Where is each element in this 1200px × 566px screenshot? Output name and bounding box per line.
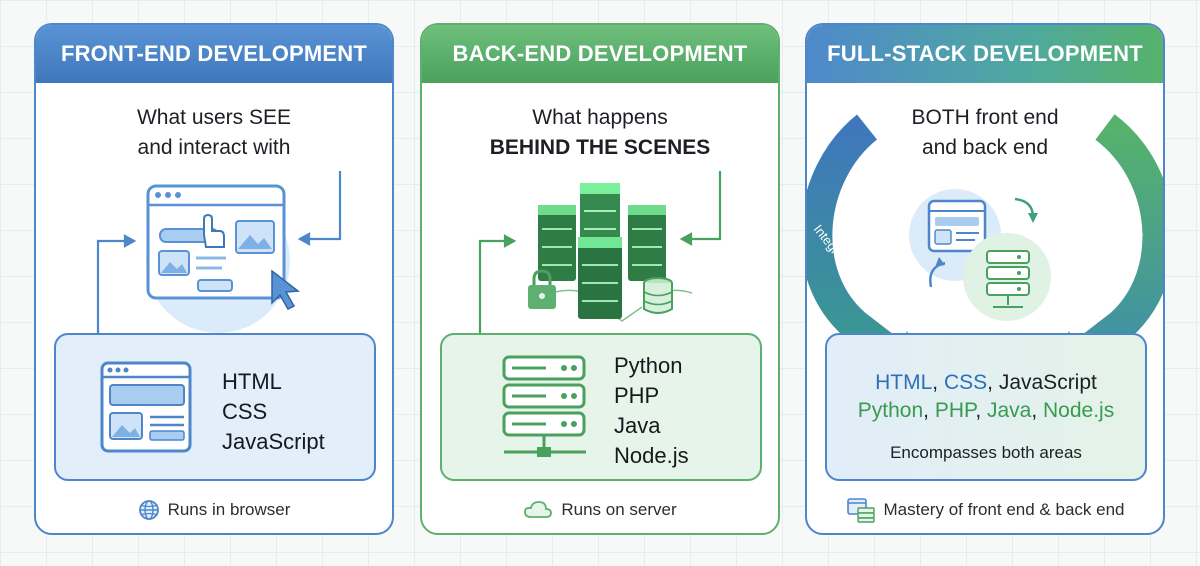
fullstack-footer: Mastery of front end & back end: [807, 495, 1163, 525]
circuit-lines: [551, 289, 693, 322]
server-rack-icon-top: [580, 183, 620, 261]
fs-tech-css: CSS: [943, 371, 988, 394]
backend-tagline-line1: What happens: [532, 106, 668, 129]
fs-tech-python: Python: [857, 399, 924, 422]
webpage-layout-icon: [100, 361, 192, 453]
fs-tech-java: Java: [986, 399, 1032, 422]
fullstack-note: Encompasses both areas: [890, 443, 1082, 462]
frontend-tech-list: HTML CSS JavaScript: [222, 367, 325, 457]
fullstack-panel: FULL-STACK DEVELOPMENT BOTH front end an…: [805, 23, 1165, 535]
fullstack-backend-techs: Python, PHP, Java, Node.js: [857, 399, 1115, 422]
server-rack-icon-back-left: [538, 205, 576, 281]
backend-panel: BACK-END DEVELOPMENT What happens BEHIND…: [420, 23, 780, 535]
server-rack-icon-front: [578, 237, 622, 319]
tech-css: CSS: [222, 399, 268, 424]
integrates-browser-label: Integrates Browser: [811, 222, 890, 318]
sync-arrows-icon: [929, 197, 1038, 288]
tech-nodejs: Node.js: [614, 443, 689, 468]
backend-footer-text: Runs on server: [561, 500, 677, 519]
frontend-tagline-line1: What users SEE: [136, 106, 292, 129]
server-stack-icon: [502, 355, 586, 457]
tech-python: Python: [614, 353, 683, 378]
cloud-icon: [524, 501, 553, 518]
backend-footer: Runs on server: [422, 495, 778, 525]
mouse-cursor-icon: [271, 269, 300, 310]
backend-tech-box: Python PHP Java Node.js: [440, 333, 762, 481]
connects-to-server-label: Connects to Server: [1069, 225, 1147, 324]
tech-javascript: JavaScript: [222, 429, 325, 454]
fs-tech-php: PHP: [934, 399, 976, 422]
frontend-tagline-line2: and interact with: [137, 136, 291, 159]
fullstack-frontend-techs: HTML, CSS, JavaScript: [875, 371, 1097, 394]
backend-arrows: [478, 171, 722, 333]
stack-icon: [846, 498, 875, 523]
fs-tech-html: HTML: [875, 371, 933, 394]
frontend-footer-text: Runs in browser: [167, 500, 291, 519]
fullstack-tagline-line2: and back end: [921, 136, 1049, 159]
fullstack-tech-box: HTML, CSS, JavaScript Python, PHP, Java,…: [825, 333, 1147, 481]
backend-tech-list: Python PHP Java Node.js: [614, 351, 689, 471]
database-icon: [643, 277, 673, 314]
fullstack-footer-text: Mastery of front end & back end: [883, 500, 1125, 519]
frontend-footer: Runs in browser: [36, 495, 392, 525]
fullstack-tagline: BOTH front end and back end: [807, 103, 1163, 163]
fullstack-header: FULL-STACK DEVELOPMENT: [807, 25, 1163, 83]
hand-pointer-icon: [203, 213, 225, 248]
backend-tagline: What happens BEHIND THE SCENES: [422, 103, 778, 163]
frontend-header: FRONT-END DEVELOPMENT: [36, 25, 392, 83]
server-glow: [963, 233, 1051, 321]
browser-glow: [909, 189, 1001, 281]
padlock-icon: [528, 269, 556, 309]
server-rack-icon-back-right: [628, 205, 666, 281]
browser-window-icon: [146, 184, 286, 300]
fs-tech-nodejs: Node.js: [1043, 399, 1115, 422]
server-mini-icon: [986, 250, 1030, 308]
frontend-tagline: What users SEE and interact with: [36, 103, 392, 163]
fs-tech-javascript: JavaScript: [998, 371, 1097, 394]
tech-java: Java: [614, 413, 661, 438]
frontend-tech-box: HTML CSS JavaScript: [54, 333, 376, 481]
frontend-glow: [146, 189, 290, 333]
browser-mini-icon: [927, 199, 987, 253]
globe-icon: [138, 500, 159, 520]
frontend-panel: FRONT-END DEVELOPMENT What users SEE and…: [34, 23, 394, 535]
fullstack-tagline-line1: BOTH front end: [911, 106, 1059, 129]
frontend-arrows: [96, 171, 342, 333]
tech-html: HTML: [222, 369, 282, 394]
backend-tagline-line2: BEHIND THE SCENES: [489, 136, 711, 159]
backend-header: BACK-END DEVELOPMENT: [422, 25, 778, 83]
tech-php: PHP: [614, 383, 660, 408]
